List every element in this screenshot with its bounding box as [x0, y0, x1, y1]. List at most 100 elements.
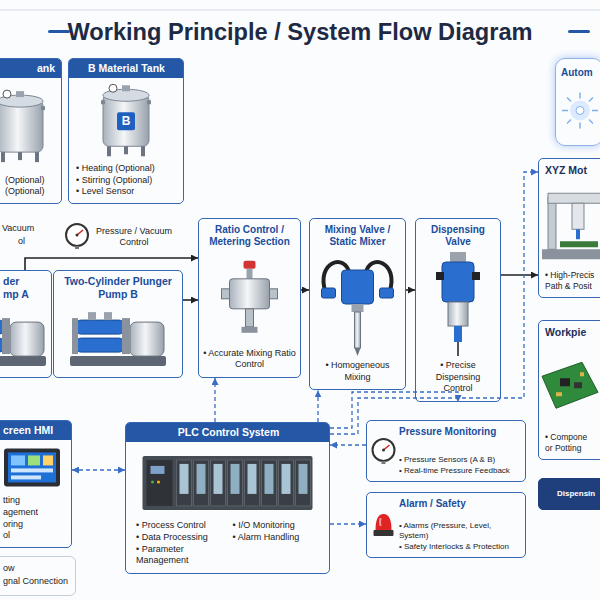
- bullet-text: • Parameter Management: [136, 544, 225, 567]
- bullet-text: • High-Precis: [545, 270, 597, 281]
- box-heading: Dispensing Valve: [420, 224, 496, 248]
- signal-arrow: [72, 469, 125, 470]
- bullet-text: • Alarms (Pressure, Level, System): [399, 521, 521, 542]
- signal-arrow: [330, 444, 366, 445]
- flow-arrow: [501, 274, 538, 276]
- bullet-text: • Pressure Sensors (A & B): [399, 455, 521, 465]
- bullet-text: • Accurate Mixing Ratio Control: [203, 348, 296, 371]
- status-badge: Dispensin: [538, 478, 600, 510]
- box-body: • Precise Dispensing Control: [420, 360, 496, 395]
- automation-glow: [562, 93, 598, 129]
- hmi-box: creen HMI ttingagementoringol: [0, 420, 72, 548]
- box-body: • Pressure Sensors (A & B)• Real-time Pr…: [399, 455, 521, 476]
- box-heading: Pressure Monitoring: [399, 426, 521, 438]
- pump-box: Two-Cylinder Plunger Pump B: [53, 270, 183, 378]
- box-heading: Alarm / Safety: [399, 498, 521, 510]
- box-heading: Dispensin: [557, 489, 599, 499]
- bullet-text: (Optional): [5, 175, 55, 187]
- tank-illustration: [0, 90, 45, 162]
- box-body: • Homogeneous Mixing: [314, 360, 401, 383]
- bullet-text: • Precise Dispensing Control: [420, 360, 496, 395]
- signal-arrow: [330, 172, 538, 434]
- bullet-text: tting: [3, 495, 65, 507]
- box-heading: ank: [0, 59, 61, 78]
- bullet-text: • Heating (Optional): [76, 163, 177, 175]
- legend-box: owgnal Connection: [0, 556, 76, 596]
- box-heading: Workpie: [545, 326, 597, 339]
- bullet-text: oring: [3, 519, 65, 531]
- flow-arrow: [25, 258, 198, 270]
- gauge-label: ol: [18, 236, 25, 247]
- box-heading: creen HMI: [0, 421, 71, 440]
- bullet-text: ol: [3, 530, 65, 542]
- box-body: • Compone or Potting: [545, 432, 597, 454]
- tank-letter: B: [117, 112, 135, 130]
- tank-box: B Material Tank • Heating (Optional)• Sti…: [68, 58, 184, 204]
- box-body: (Optional)(Optional): [5, 175, 55, 198]
- plunger-pump: [70, 312, 166, 366]
- flow-arrow: [301, 289, 309, 291]
- diagram-title: Working Principle / System Flow Diagram: [0, 17, 600, 47]
- tank-illustration: [101, 84, 151, 156]
- box-heading: PLC Control System: [126, 423, 329, 442]
- bullet-text: • Safety Interlocks & Protection: [399, 542, 521, 552]
- bullet-text: • I/O Monitoring: [233, 520, 322, 532]
- box-heading: Autom: [561, 67, 598, 79]
- legend-text: ow: [3, 562, 15, 575]
- pressure-gauge: [373, 439, 395, 464]
- mixing-valve: [322, 262, 394, 356]
- box-body: • Accurate Mixing Ratio Control: [203, 348, 296, 371]
- bullet-text: • Data Processing: [136, 532, 225, 544]
- dispensing-valve: [436, 252, 480, 356]
- bullet-text: • Level Sensor: [76, 186, 177, 198]
- workpiece-board: [542, 362, 598, 408]
- bullet-text: Path & Posit: [545, 281, 597, 292]
- signal-arrow: [330, 523, 366, 524]
- box-heading: der mp A: [3, 275, 37, 300]
- plc-rack: [143, 456, 313, 510]
- alarm-beacon: [374, 514, 394, 536]
- touchscreen-panel: [4, 448, 60, 486]
- gauge-label: Vacuum: [2, 223, 34, 234]
- pressure-gauge: [66, 224, 88, 249]
- bullet-text: agement: [3, 507, 65, 519]
- flow-arrow: [406, 289, 415, 291]
- monitor-box: Pressure Monitoring • Pressure Sensors (A…: [366, 420, 526, 482]
- metering-valve: [222, 261, 278, 333]
- signal-arrow: [214, 378, 215, 422]
- bullet-text: • Homogeneous Mixing: [314, 360, 401, 383]
- flow-arrow: [183, 299, 198, 301]
- gauge-label: Pressure / Vacuum Control: [92, 226, 176, 249]
- bullet-text: • Real-time Pressure Feedback: [399, 466, 521, 476]
- bullet-text: • Process Control: [136, 520, 225, 532]
- legend-row: ow: [3, 562, 71, 575]
- box-heading: Ratio Control / Metering Section: [203, 224, 296, 248]
- box-heading: B Material Tank: [69, 59, 183, 78]
- box-heading: Two-Cylinder Plunger Pump B: [59, 275, 177, 300]
- controller-box: PLC Control System • Process Control• Dat…: [125, 422, 330, 574]
- box-body: • High-PrecisPath & Posit: [545, 270, 597, 292]
- box-body: • Alarms (Pressure, Level, System)• Safe…: [399, 521, 521, 552]
- bullet-text: • Compone or Potting: [545, 432, 597, 454]
- xyz-robot: [542, 193, 600, 259]
- bullet-text: • Stirring (Optional): [76, 175, 177, 187]
- signal-arrow: [317, 390, 318, 422]
- tank-box: ank (Optional)(Optional): [0, 58, 62, 204]
- pump-box: der mp A: [0, 270, 52, 378]
- box-body: • Process Control• Data Processing• Para…: [136, 520, 321, 567]
- box-heading: XYZ Mot: [545, 164, 597, 177]
- workpiece-box: Workpie • Compone or Potting: [538, 320, 600, 460]
- box-body: ttingagementoringol: [3, 495, 65, 542]
- alarm-box: Alarm / Safety • Alarms (Pressure, Level,…: [366, 492, 526, 558]
- process-box: Ratio Control / Metering Section • Accura…: [198, 218, 301, 378]
- bullet-text: (Optional): [5, 186, 55, 198]
- automation-box: Autom: [555, 58, 600, 146]
- legend-row: gnal Connection: [3, 575, 71, 588]
- motion-box: XYZ Mot • High-PrecisPath & Posit: [538, 158, 600, 298]
- bullet-text: • Alarm Handling: [233, 532, 322, 544]
- process-box: Dispensing Valve • Precise Dispensing Con…: [415, 218, 501, 402]
- box-heading: Mixing Valve / Static Mixer: [314, 224, 401, 248]
